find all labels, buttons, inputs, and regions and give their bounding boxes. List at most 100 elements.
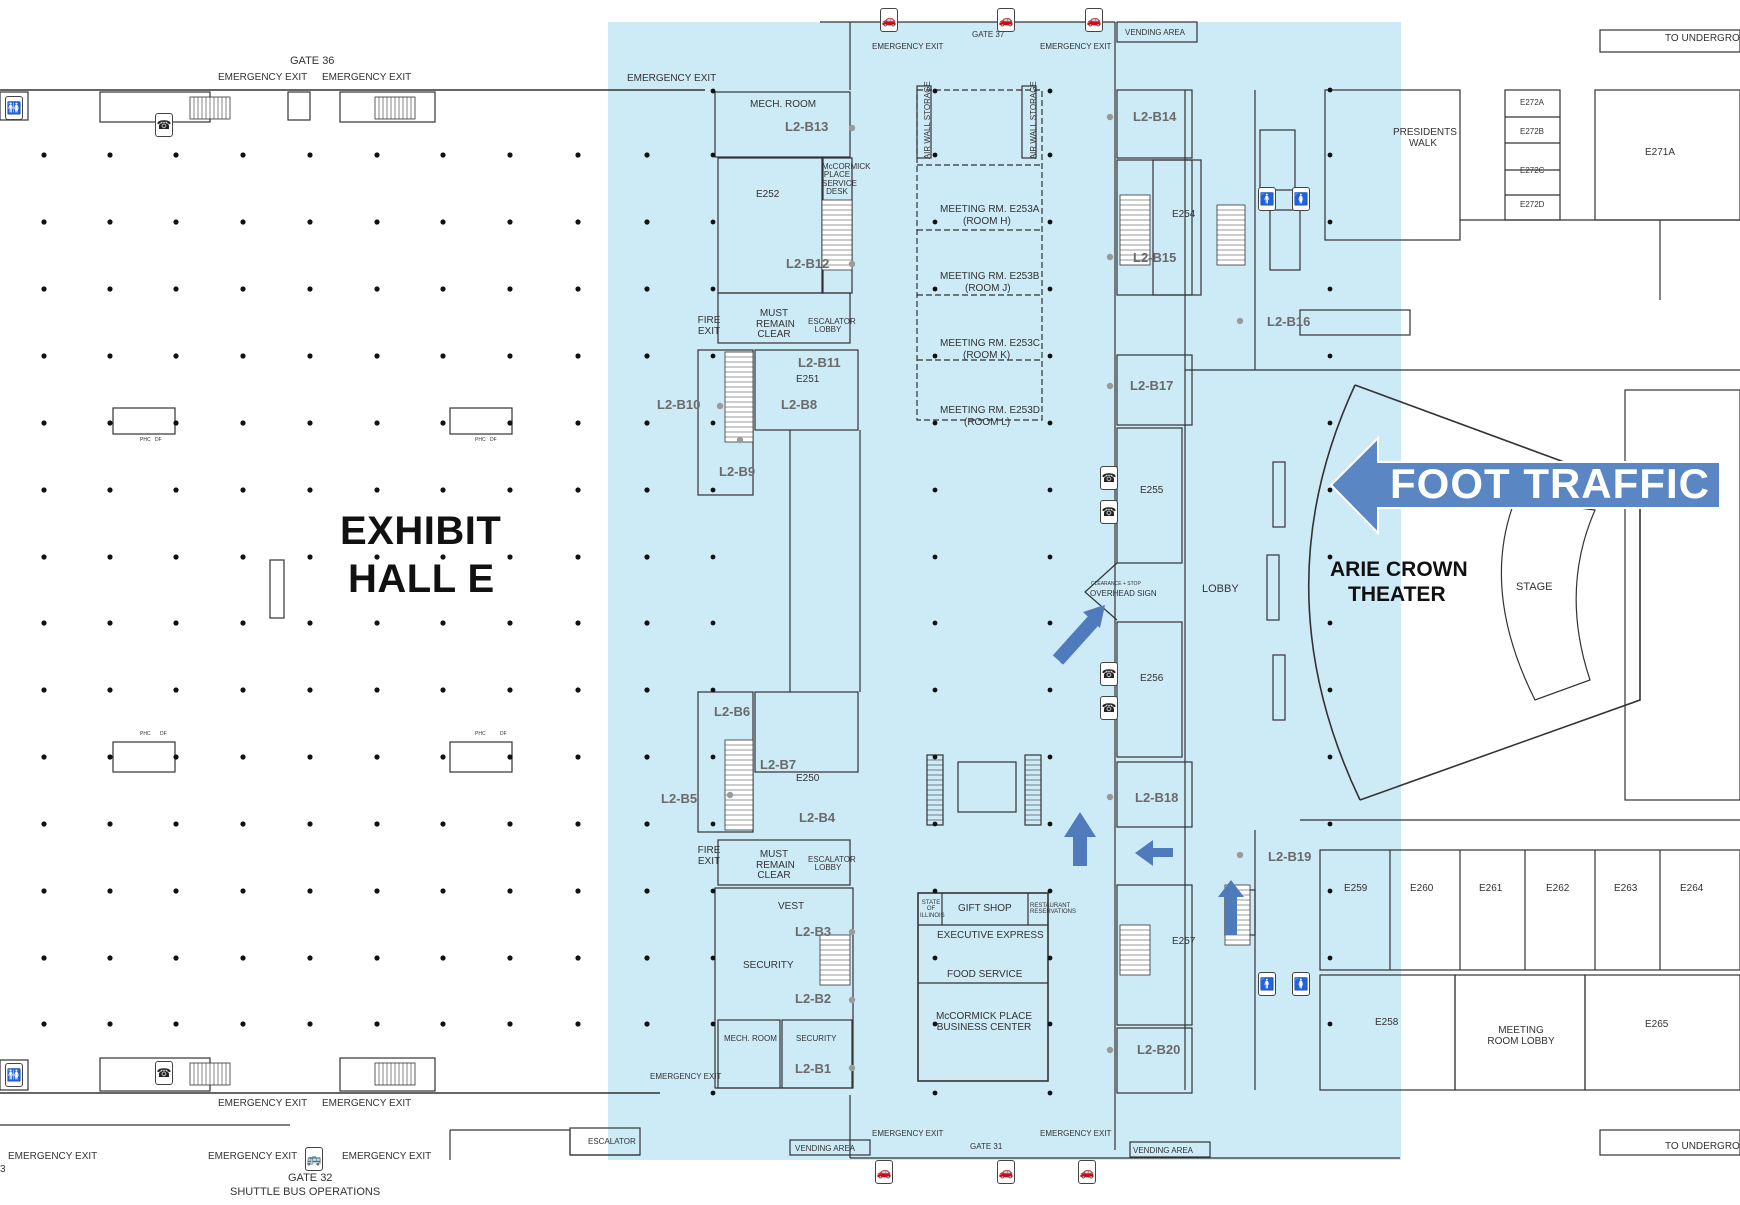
column-marker (1327, 687, 1333, 693)
column-marker (107, 219, 113, 225)
column-marker (575, 821, 581, 827)
e262-label: E262 (1546, 883, 1570, 894)
column-marker (1047, 955, 1053, 961)
bay-label-b18: L2-B18 (1135, 790, 1179, 805)
column-marker (41, 420, 47, 426)
column-marker (575, 955, 581, 961)
e272c-label: E272C (1520, 166, 1545, 175)
column-marker (1327, 888, 1333, 894)
gift-shop-label: GIFT SHOP (958, 903, 1012, 914)
column-marker (1047, 353, 1053, 359)
column-marker (307, 353, 313, 359)
escalator-label: ESCALATOR (588, 1137, 636, 1146)
column-marker (107, 687, 113, 693)
column-marker (710, 754, 716, 760)
column-marker (107, 620, 113, 626)
column-marker (507, 554, 513, 560)
bay-label-b6: L2-B6 (714, 704, 751, 719)
column-marker (1047, 286, 1053, 292)
column-marker (107, 152, 113, 158)
executive-express-label: EXECUTIVE EXPRESS (937, 930, 1044, 941)
foot-traffic-label: FOOT TRAFFIC (1390, 460, 1710, 507)
emergency-exit-label: EMERGENCY EXIT (1040, 42, 1112, 51)
column-marker (575, 620, 581, 626)
emergency-exit-label: EMERGENCY EXIT (872, 42, 944, 51)
e271a-label: E271A (1645, 147, 1676, 158)
column-marker (932, 88, 938, 94)
theater-line1: ARIE CROWN (1330, 558, 1468, 581)
gate37-label: GATE 37 (972, 30, 1005, 39)
restaurant-reservations-label: RESTAURANT RESERVATIONS (1030, 903, 1077, 916)
foot-traffic-arrow (1329, 435, 1721, 536)
column-marker (41, 554, 47, 560)
column-marker (1047, 1021, 1053, 1027)
room-k-label: (ROOM K) (963, 350, 1011, 361)
column-marker (1327, 219, 1333, 225)
column-marker (644, 286, 650, 292)
column-marker (1047, 88, 1053, 94)
bay-label-b13: L2-B13 (785, 119, 829, 134)
meeting-e253b-label: MEETING RM. E253B (940, 271, 1040, 282)
column-marker (1047, 1090, 1053, 1096)
column-marker (644, 955, 650, 961)
column-marker (575, 286, 581, 292)
column-marker (932, 286, 938, 292)
column-marker (41, 286, 47, 292)
column-marker (107, 420, 113, 426)
column-marker (240, 687, 246, 693)
column-marker (240, 286, 246, 292)
column-marker (507, 687, 513, 693)
column-marker (440, 888, 446, 894)
bay-marker (1106, 113, 1114, 121)
column-marker (644, 487, 650, 493)
column-marker (173, 821, 179, 827)
security-label: SECURITY (796, 1034, 837, 1043)
column-marker (1327, 1021, 1333, 1027)
column-marker (507, 888, 513, 894)
column-marker (644, 888, 650, 894)
e252-label: E252 (756, 189, 780, 200)
column-marker (710, 888, 716, 894)
service-desk-label: McCORMICK PLACE SERVICE DESK (822, 162, 871, 197)
bay-marker (848, 1064, 856, 1072)
column-marker (107, 754, 113, 760)
e257-label: E257 (1172, 936, 1196, 947)
column-marker (307, 1021, 313, 1027)
phc-tag: PHC (475, 437, 486, 443)
escalator-lobby-label: ESCALATOR LOBBY (808, 855, 856, 873)
car-icon: 🚗 (1085, 8, 1103, 32)
column-marker (932, 754, 938, 760)
security-label: SECURITY (743, 960, 794, 971)
bay-marker (1106, 382, 1114, 390)
column-marker (41, 487, 47, 493)
meeting-e253c-label: MEETING RM. E253C (940, 338, 1041, 349)
column-marker (575, 420, 581, 426)
room-j-label: (ROOM J) (965, 283, 1011, 294)
column-marker (240, 420, 246, 426)
column-marker (710, 620, 716, 626)
bay-label-b19: L2-B19 (1268, 849, 1312, 864)
column-marker (41, 754, 47, 760)
bay-label-b11: L2-B11 (798, 355, 841, 370)
emergency-exit-label: EMERGENCY EXIT (342, 1151, 432, 1162)
phone-icon: ☎ (1100, 466, 1118, 490)
room-l-label: (ROOM L) (964, 417, 1011, 428)
fire-exit-label: FIRE EXIT (697, 315, 721, 337)
emergency-exit-label: EMERGENCY EXIT (322, 1098, 412, 1109)
column-marker (507, 620, 513, 626)
e272a-label: E272A (1520, 98, 1545, 107)
column-marker (440, 620, 446, 626)
column-marker (1327, 420, 1333, 426)
column-marker (1047, 219, 1053, 225)
column-grid (41, 87, 1333, 1096)
phone-icon: ☎ (1100, 500, 1118, 524)
column-marker (41, 620, 47, 626)
column-marker (440, 286, 446, 292)
column-marker (644, 821, 650, 827)
column-marker (507, 1021, 513, 1027)
column-marker (173, 420, 179, 426)
column-marker (173, 487, 179, 493)
column-marker (240, 888, 246, 894)
column-marker (173, 353, 179, 359)
column-marker (173, 687, 179, 693)
